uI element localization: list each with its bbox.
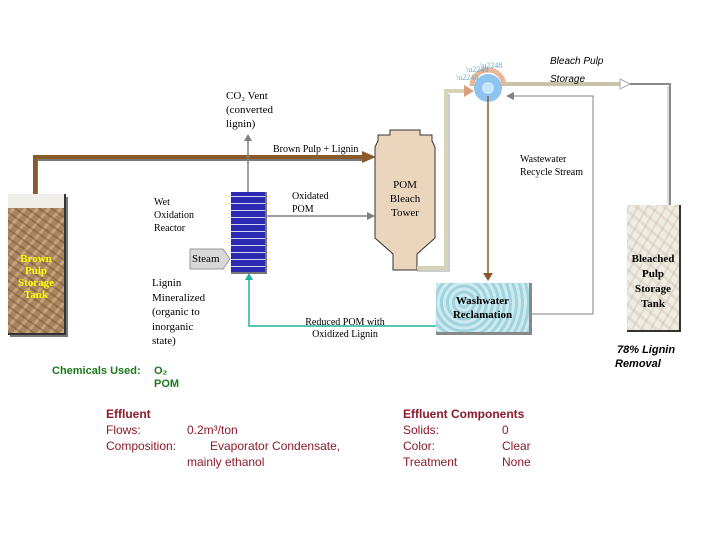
label-line: POM [292,204,314,215]
label-line: (converted [226,104,274,116]
effluent-components-section: Effluent Components Solids: 0 Color: Cle… [403,406,603,470]
washwater-reclamation-unit [436,283,532,335]
spray-icon: \u2248 [456,73,478,82]
bleach-pulp-to-tank-line [630,83,671,205]
bleached-pulp-tank-label: Bleached Pulp Storage Tank [627,252,679,312]
chemical-item: O₂ [154,365,168,377]
washwater-reclamation-label: Washwater Reclamation [436,294,529,322]
label-line: Reduced POM with [305,317,385,328]
label-line: Pulp [24,265,47,277]
reduced-pom-line [248,278,436,327]
component-row: Treatment None [403,454,603,470]
label-line: Wastewater [520,154,567,165]
wastewater-recycle-label: Wastewater Recycle Stream [520,153,583,179]
label-line: inorganic [152,320,194,333]
reclamation-arrowhead [483,273,493,281]
label-line: Reactor [154,223,186,234]
label-line: POM [393,179,417,191]
co2-vent-arrowhead [244,134,252,141]
spray-icon: \u2248 [466,65,488,74]
label-line: 78% Lignin [617,344,676,356]
composition-label: Composition: [106,439,177,453]
label-line: Bleach [389,193,421,205]
oxidated-pom-arrowhead [367,212,375,220]
lignin-removal-label: 78% Lignin Removal [615,343,675,371]
brown-pulp-line [33,155,366,196]
effluent-title: Effluent [106,407,151,421]
chemicals-used-label: Chemicals Used: [52,365,141,377]
label-line: Storage [550,74,586,85]
label-line: Bleached [631,253,675,265]
steam-arrow [189,248,231,270]
tower-to-washer-pipe [417,89,470,270]
brown-pulp-arrowhead [362,151,376,163]
label-line: Storage [634,283,672,295]
steam-label: Steam [192,253,220,265]
lignin-mineralized-label: Lignin Mineralized (organic to inorganic… [152,276,205,349]
component-label: Treatment [403,455,458,469]
brown-pulp-tank-top [8,194,66,208]
wet-oxidation-reactor [231,192,267,274]
label-line: Washwater [455,295,510,307]
label-line: Oxidated [292,191,329,202]
label-line: Mineralized [152,291,206,304]
label-line: Wet [154,197,170,208]
wastewater-recycle-arrowhead [506,92,514,100]
wet-oxidation-reactor-label: Wet Oxidation Reactor [154,196,194,235]
component-row: Color: Clear [403,438,603,454]
chemicals-list: O₂ POM [154,365,179,391]
brown-pulp-lignin-label: Brown Pulp + Lignin [273,144,359,155]
label-line: lignin) [226,118,256,130]
washer-hood [469,67,507,87]
label-line: Bleach Pulp [550,56,604,67]
pom-bleach-tower-label: POM Bleach Tower [375,178,435,220]
label-line: Oxidized Lignin [312,329,378,340]
flows-value: 0.2m³/ton [187,423,238,437]
component-value: Clear [502,439,531,453]
label-line: Reclamation [452,309,513,321]
label-line: Removal [615,358,661,370]
component-label: Solids: [403,423,440,437]
wastewater-recycle-line [510,95,594,315]
label-line: (organic to [152,306,200,318]
label-line: Storage [17,277,55,289]
label-line: Brown [20,253,52,265]
label-line: Tank [640,298,666,310]
component-value: 0 [502,423,509,437]
label-line: state) [152,335,176,347]
component-value: None [502,455,531,469]
component-label: Color: [403,439,436,453]
reduced-pom-label: Reduced POM with Oxidized Lignin [290,317,400,341]
bleach-pulp-arrowhead [619,78,632,90]
effluent-section: Effluent Flows: 0.2m³/ton Composition: E… [106,406,386,470]
label-line: CO₂ Vent [226,90,268,102]
effluent-components-title: Effluent Components [403,407,525,421]
washer-inlet-arrowhead [464,85,474,97]
label-line: Recycle Stream [520,167,584,178]
oxidated-pom-label: Oxidated POM [292,190,329,216]
co2-vent-label: CO₂ Vent (converted lignin) [226,89,273,131]
tower-to-washer-pipe-edge [417,94,450,272]
composition-value: Evaporator Condensate, [210,439,341,453]
bleached-pulp-storage-tank [627,205,681,332]
chemical-item: POM [154,378,180,390]
label-line: Pulp [641,268,664,280]
label-line: Tank [23,289,49,301]
label-line: Tower [391,207,419,219]
brown-pulp-tank-label: Brown Pulp Storage Tank [8,253,64,301]
label-line: Lignin [152,277,182,289]
composition-value-cont: mainly ethanol [187,455,265,469]
spray-icon: \u2248 [480,61,502,70]
bleach-pulp-storage-label: Bleach Pulp Storage [550,53,603,89]
brown-pulp-storage-tank [8,195,66,335]
flows-label: Flows: [106,423,141,437]
reduced-pom-arrowhead [245,273,253,280]
label-line: Oxidation [154,210,194,221]
component-row: Solids: 0 [403,422,603,438]
washer-drum-center [482,82,494,94]
